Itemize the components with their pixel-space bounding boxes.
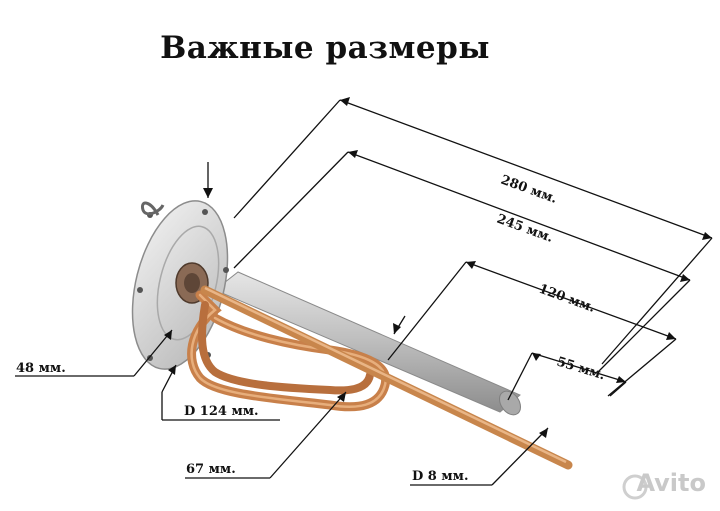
heater-element-illustration <box>131 200 648 500</box>
dim-67-label: 67 мм. <box>186 462 236 477</box>
dim-48-label: 48 мм. <box>16 361 66 376</box>
avito-watermark: Avito <box>636 469 706 497</box>
thermostat-tube <box>200 285 573 470</box>
dim-120-label: 120 мм. <box>537 282 597 316</box>
dimension-lines <box>15 99 713 486</box>
dim-d8-label: D 8 мм. <box>412 469 468 484</box>
dim-d124-label: D 124 мм. <box>184 404 259 419</box>
diagram-title: Важные размеры <box>160 30 490 66</box>
dim-245-label: 245 мм. <box>495 212 555 246</box>
dim-55-label: 55 мм. <box>555 354 607 383</box>
thermostat-hook <box>140 201 165 216</box>
anode-rod <box>214 271 521 413</box>
arrow-heads <box>164 97 712 438</box>
